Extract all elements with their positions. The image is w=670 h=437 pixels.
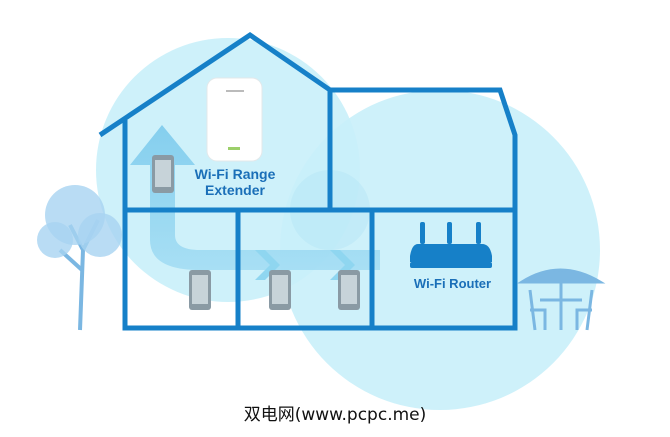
watermark-caption: 双电网(www.pcpc.me) — [243, 405, 427, 425]
wifi-router-icon — [410, 222, 492, 268]
phone-icon — [189, 270, 211, 310]
patio-table-icon — [516, 268, 606, 331]
phone-icon — [338, 270, 360, 310]
tree-icon — [37, 185, 122, 331]
phone-icon — [152, 155, 174, 193]
extender-label-line2: Extender — [205, 182, 265, 198]
phone-icons — [152, 155, 360, 310]
extender-label: Wi-Fi Range Extender — [185, 166, 285, 198]
phone-icon — [269, 270, 291, 310]
extender-label-line1: Wi-Fi Range — [194, 166, 276, 182]
house-outline — [98, 31, 518, 331]
router-label: Wi-Fi Router — [413, 276, 492, 291]
range-extender-device — [206, 77, 263, 162]
